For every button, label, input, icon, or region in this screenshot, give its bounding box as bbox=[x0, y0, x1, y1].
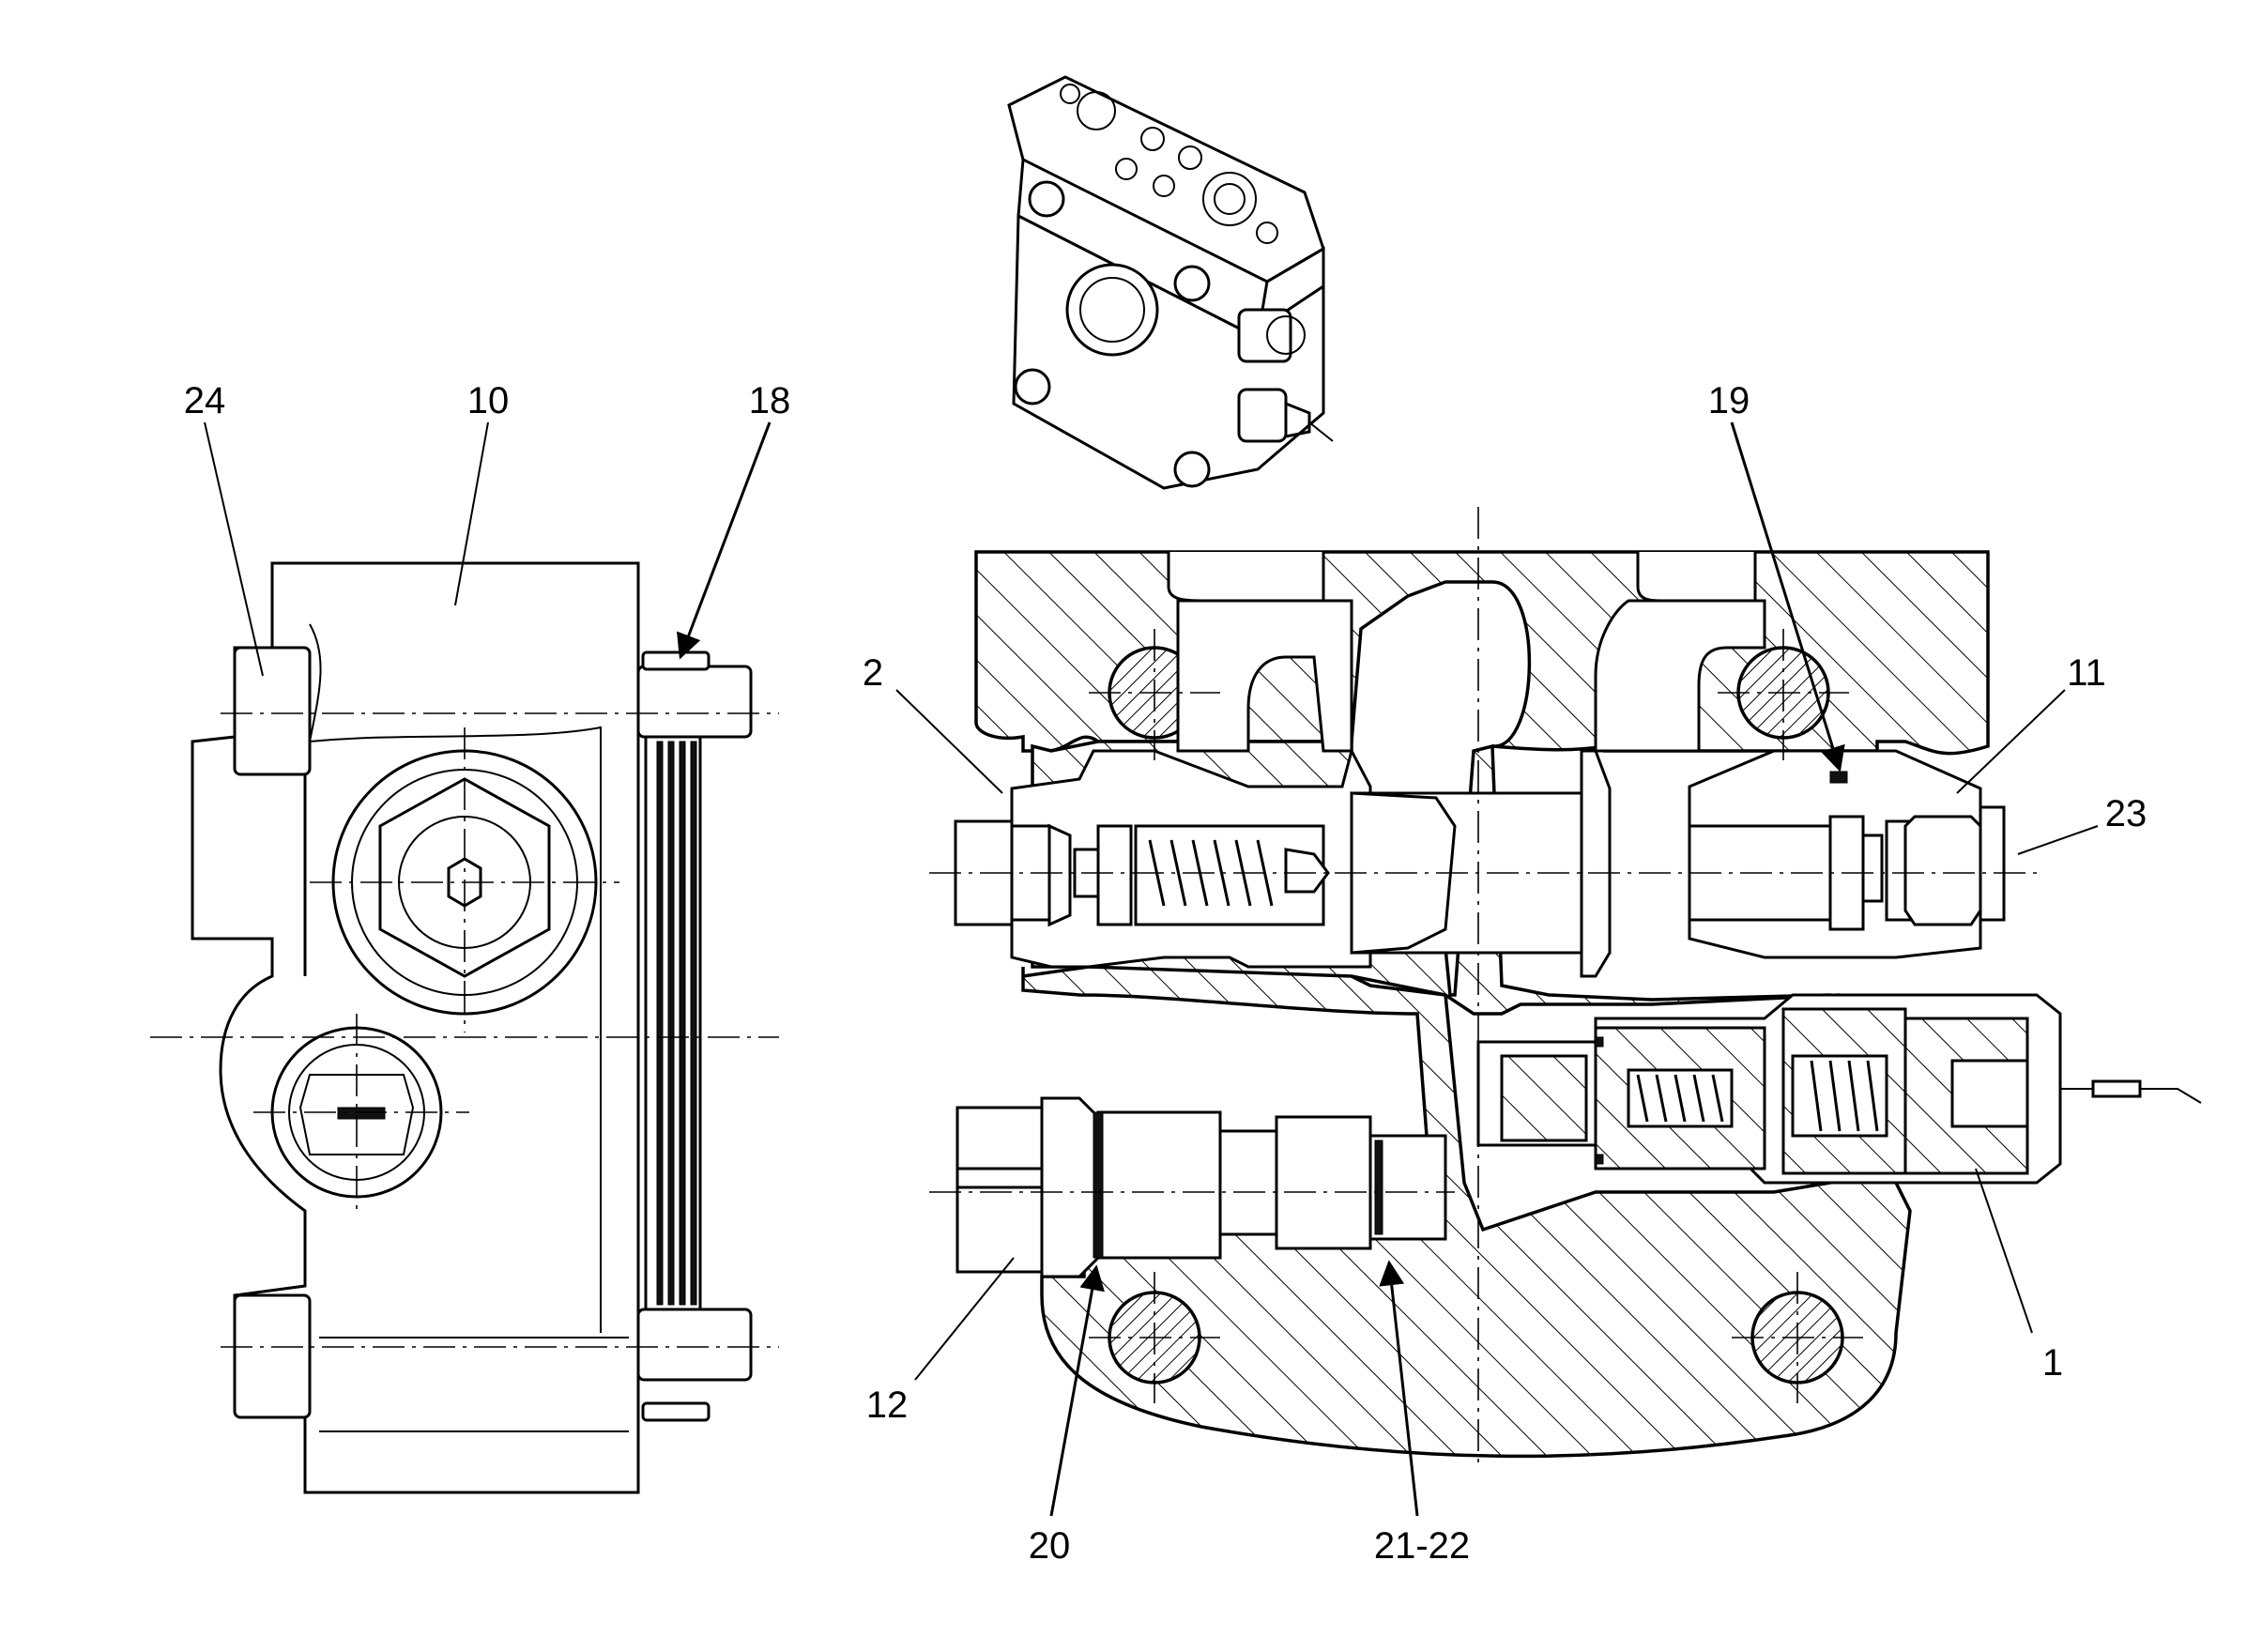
callout-20: 20 bbox=[1029, 1525, 1071, 1567]
callout-23: 23 bbox=[2105, 793, 2147, 834]
callout-2: 2 bbox=[863, 652, 883, 694]
callout-12: 12 bbox=[866, 1384, 909, 1426]
callout-11: 11 bbox=[2067, 652, 2106, 694]
callout-19: 19 bbox=[1708, 380, 1750, 421]
callout-24: 24 bbox=[184, 380, 226, 421]
callout-10: 10 bbox=[467, 380, 510, 421]
end-view bbox=[150, 561, 779, 1494]
isometric-view bbox=[1007, 75, 1334, 490]
section-view bbox=[929, 507, 2202, 1464]
callout-18: 18 bbox=[749, 380, 791, 421]
callout-1: 1 bbox=[2042, 1342, 2063, 1384]
callout-21-22: 21-22 bbox=[1374, 1525, 1470, 1567]
leader-lines bbox=[204, 421, 2099, 1517]
